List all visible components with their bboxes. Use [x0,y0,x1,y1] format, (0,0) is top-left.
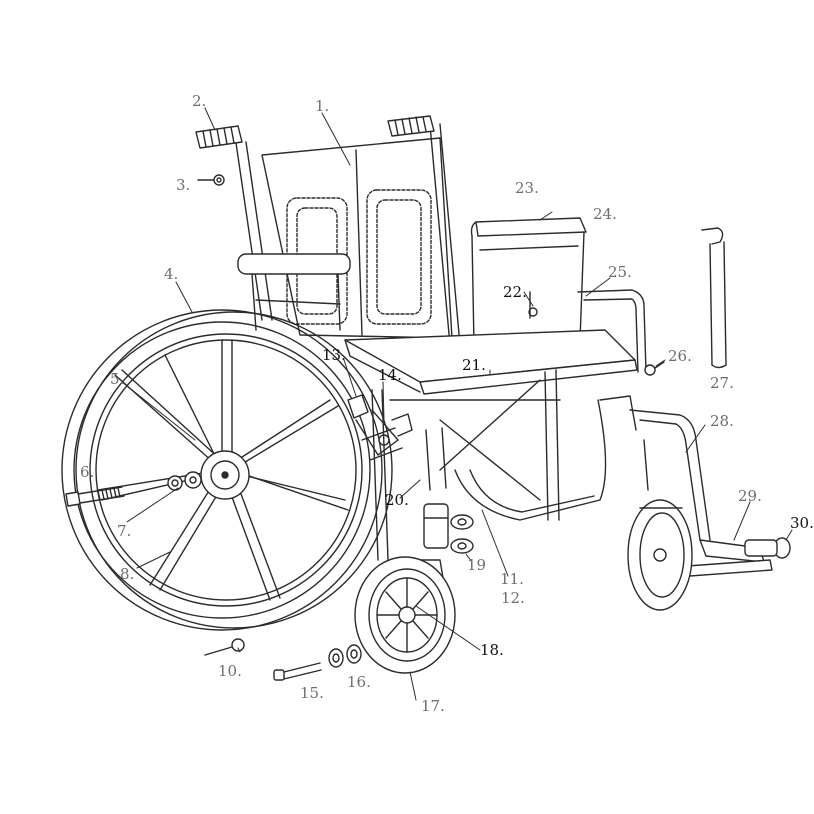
wheel-lock [347,394,413,461]
back-canes [235,123,461,346]
callout-20: 20. [385,491,409,509]
handle-grip-right [387,115,435,137]
callout-12: 12. [501,589,525,607]
callout-24: 24. [593,205,617,223]
callout-22: 22. [503,283,527,301]
callout-7: 7. [117,522,132,540]
callout-13: 13. [322,346,346,364]
callout-30: 30. [790,514,814,532]
callout-14: 14. [378,366,402,384]
callout-28: 28. [710,412,734,430]
callout-5: 5. [110,370,125,388]
seat-upholstery [344,329,638,395]
callout-17: 17. [421,697,445,715]
frame-cross-brace [371,369,637,561]
leader-lines [121,107,793,701]
handle-grip-left [195,125,243,149]
callout-10: 10. [218,662,242,680]
cane-screw [197,174,225,186]
caster-wheel [354,556,456,674]
callout-25: 25. [608,263,632,281]
armrest-lock [644,361,665,376]
callout-26: 26. [668,347,692,365]
right-armrest [470,217,647,373]
axle-bolt [65,486,125,507]
callout-27: 27. [710,374,734,392]
axle-bearings [167,471,202,491]
callout-11: 11. [500,570,524,588]
callout-15: 15. [300,684,324,702]
callout-8: 8. [120,565,135,583]
left-armrest [237,253,351,331]
washers [328,514,474,668]
callout-18: 18. [480,641,504,659]
right-caster [627,439,693,611]
rear-wheel [61,309,393,631]
callout-23: 23. [515,179,539,197]
caster-bolt [273,662,322,681]
callout-2: 2. [192,92,207,110]
footrest [629,409,791,579]
spoke-screw [204,638,245,656]
callout-19: 19 [467,556,487,574]
back-upholstery [261,137,453,339]
callout-21: 21. [462,356,486,374]
anti-tip-tube [701,227,727,369]
callout-16: 16. [347,673,371,691]
callout-6: 6. [80,463,95,481]
callout-3: 3. [176,176,191,194]
callout-4: 4. [164,265,179,283]
callout-29: 29. [738,487,762,505]
callout-1: 1. [315,97,330,115]
